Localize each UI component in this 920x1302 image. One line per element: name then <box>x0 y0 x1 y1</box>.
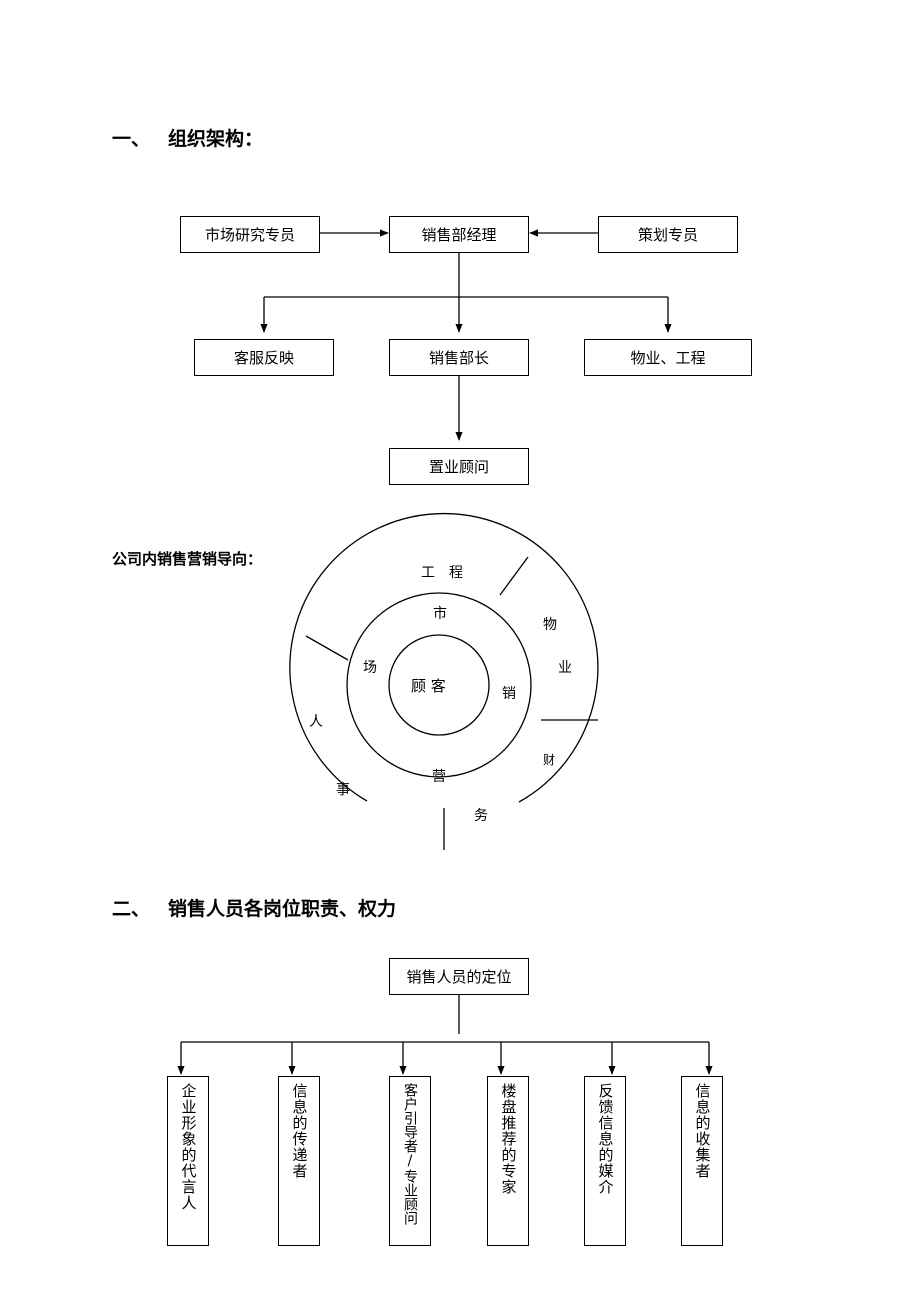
inner-ring-circle <box>346 592 532 778</box>
section-2-title: 销售人员各岗位职责、权力 <box>168 898 397 920</box>
outer-ring-label: 事 <box>336 782 350 798</box>
customer-service-box: 客服反映 <box>194 339 334 376</box>
consultant-box: 置业顾问 <box>389 448 529 485</box>
sales-manager-box: 销售部经理 <box>389 216 529 253</box>
property-engineering-box: 物业、工程 <box>584 339 752 376</box>
outer-ring-label: 工 程 <box>421 565 463 581</box>
section-1-number: 一、 <box>112 128 151 150</box>
orientation-label: 公司内销售营销导向： <box>112 550 263 568</box>
outer-ring-arc <box>289 512 599 803</box>
outer-ring-label: 务 <box>474 808 488 824</box>
inner-ring-label: 销 <box>502 686 516 702</box>
role-box: 企业形象的代言人 <box>167 1076 209 1246</box>
role-box: 楼盘推荐的专家 <box>487 1076 529 1246</box>
sales-head-box: 销售部长 <box>389 339 529 376</box>
section-1-title: 组织架构： <box>168 128 264 150</box>
inner-ring-label: 市 <box>433 606 447 622</box>
section-2-number: 二、 <box>112 898 151 920</box>
inner-ring-label: 场 <box>363 660 377 676</box>
section-1-heading: 一、组织架构： <box>112 124 263 151</box>
outer-ring-label: 业 <box>558 660 572 676</box>
role-box: 客户引导者/专业顾问 <box>389 1076 431 1246</box>
market-research-box: 市场研究专员 <box>180 216 320 253</box>
inner-ring-label: 营 <box>432 769 446 785</box>
planning-box: 策划专员 <box>598 216 738 253</box>
role-box: 反馈信息的媒介 <box>584 1076 626 1246</box>
outer-ring-label: 人 <box>309 714 323 730</box>
role-box: 信息的收集者 <box>681 1076 723 1246</box>
role-box: 信息的传递者 <box>278 1076 320 1246</box>
section-2-heading: 二、销售人员各岗位职责、权力 <box>112 894 396 921</box>
outer-ring-label: 财 <box>543 753 556 767</box>
center-circle <box>388 634 490 736</box>
outer-ring-label: 物 <box>543 617 557 633</box>
center-customer-label: 顾 客 <box>411 677 446 695</box>
positioning-root-box: 销售人员的定位 <box>389 958 529 995</box>
